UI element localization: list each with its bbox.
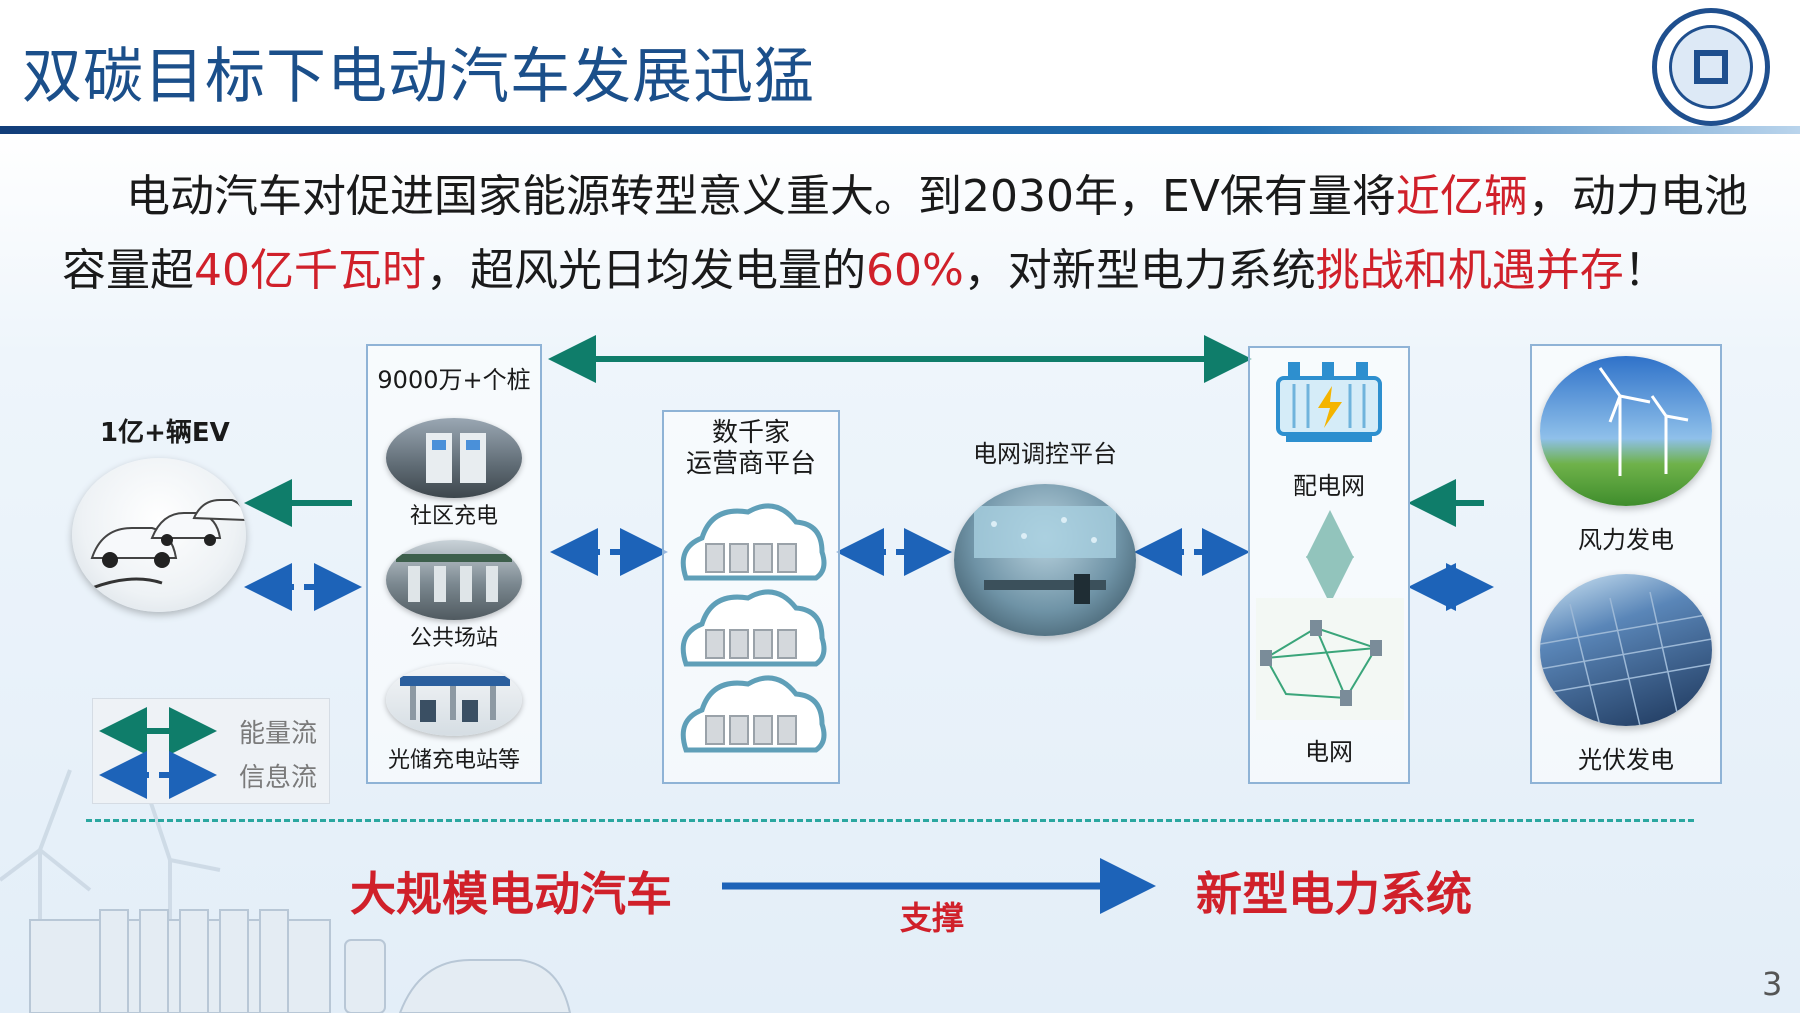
bottom-left-label: 大规模电动汽车 bbox=[350, 867, 672, 921]
intro-highlight-1: 近亿辆 bbox=[1395, 171, 1528, 222]
bottom-right-label: 新型电力系统 bbox=[1196, 867, 1472, 921]
intro-text-3: ，超风光日均发电量的 bbox=[426, 245, 866, 296]
solar-panel-icon bbox=[1540, 591, 1712, 726]
intro-text-5: ！ bbox=[1623, 245, 1668, 296]
control-room-image bbox=[954, 484, 1136, 636]
piles-item-community: 社区充电 bbox=[409, 504, 498, 529]
wind-farm-image bbox=[1540, 356, 1712, 506]
logo-seal-icon bbox=[1669, 25, 1753, 109]
ev-label: 1亿+辆EV bbox=[100, 418, 230, 448]
intro-text-4: ，对新型电力系统 bbox=[963, 245, 1316, 296]
cloud-servers-icon bbox=[680, 503, 827, 753]
background-illustration bbox=[0, 769, 572, 1013]
ev-image bbox=[72, 458, 246, 612]
piles-header: 9000万+个桩 bbox=[377, 366, 531, 394]
university-logo bbox=[1652, 8, 1770, 126]
grid-platform-label: 电网调控平台 bbox=[973, 440, 1117, 468]
support-label: 支撑 bbox=[900, 899, 965, 937]
piles-item-public: 公共场站 bbox=[409, 626, 498, 651]
intro-highlight-2: 40亿千瓦时 bbox=[194, 245, 426, 296]
transformer-icon bbox=[1276, 362, 1382, 442]
solar-canopy-icon bbox=[400, 676, 510, 722]
power-grid-image bbox=[1256, 598, 1404, 720]
section-divider bbox=[86, 819, 1694, 822]
distribution-grid-label: 配电网 bbox=[1293, 472, 1365, 500]
operators-label: 数千家 运营商平台 bbox=[685, 418, 816, 479]
page-number: 3 bbox=[1762, 965, 1783, 1003]
storage-station-image bbox=[386, 664, 522, 736]
solar-power-label: 光伏发电 bbox=[1578, 746, 1674, 774]
solar-farm-image bbox=[1540, 574, 1712, 726]
legend: 能量流 信息流 bbox=[92, 698, 330, 804]
piles-item-storage: 光储充电站等 bbox=[387, 748, 520, 773]
intro-paragraph: 电动汽车对促进国家能源转型意义重大。到2030年，EV保有量将近亿辆，动力电池容… bbox=[62, 160, 1774, 308]
wind-turbine-icon bbox=[1598, 367, 1689, 476]
ev-cars-icon bbox=[90, 499, 246, 590]
wind-power-label: 风力发电 bbox=[1578, 526, 1674, 554]
public-station-image bbox=[386, 540, 522, 620]
intro-highlight-3: 60% bbox=[866, 245, 964, 296]
intro-text-1: 电动汽车对促进国家能源转型意义重大。到2030年，EV保有量将 bbox=[126, 171, 1396, 222]
intro-text-2: ，动力电池容量超 bbox=[62, 171, 1748, 296]
legend-info-label: 信息流 bbox=[239, 763, 318, 793]
station-icon bbox=[396, 554, 512, 602]
title-underline bbox=[0, 126, 1800, 134]
legend-arrows bbox=[99, 707, 217, 799]
control-room-icon bbox=[974, 506, 1116, 604]
charger-icon bbox=[426, 433, 486, 483]
community-charging-image bbox=[386, 418, 522, 498]
intro-highlight-4: 挑战和机遇并存 bbox=[1315, 245, 1624, 296]
power-network-icon bbox=[1260, 620, 1382, 706]
page-title: 双碳目标下电动汽车发展迅猛 bbox=[22, 42, 815, 112]
grid-label: 电网 bbox=[1305, 738, 1353, 766]
legend-energy-label: 能量流 bbox=[239, 719, 318, 749]
